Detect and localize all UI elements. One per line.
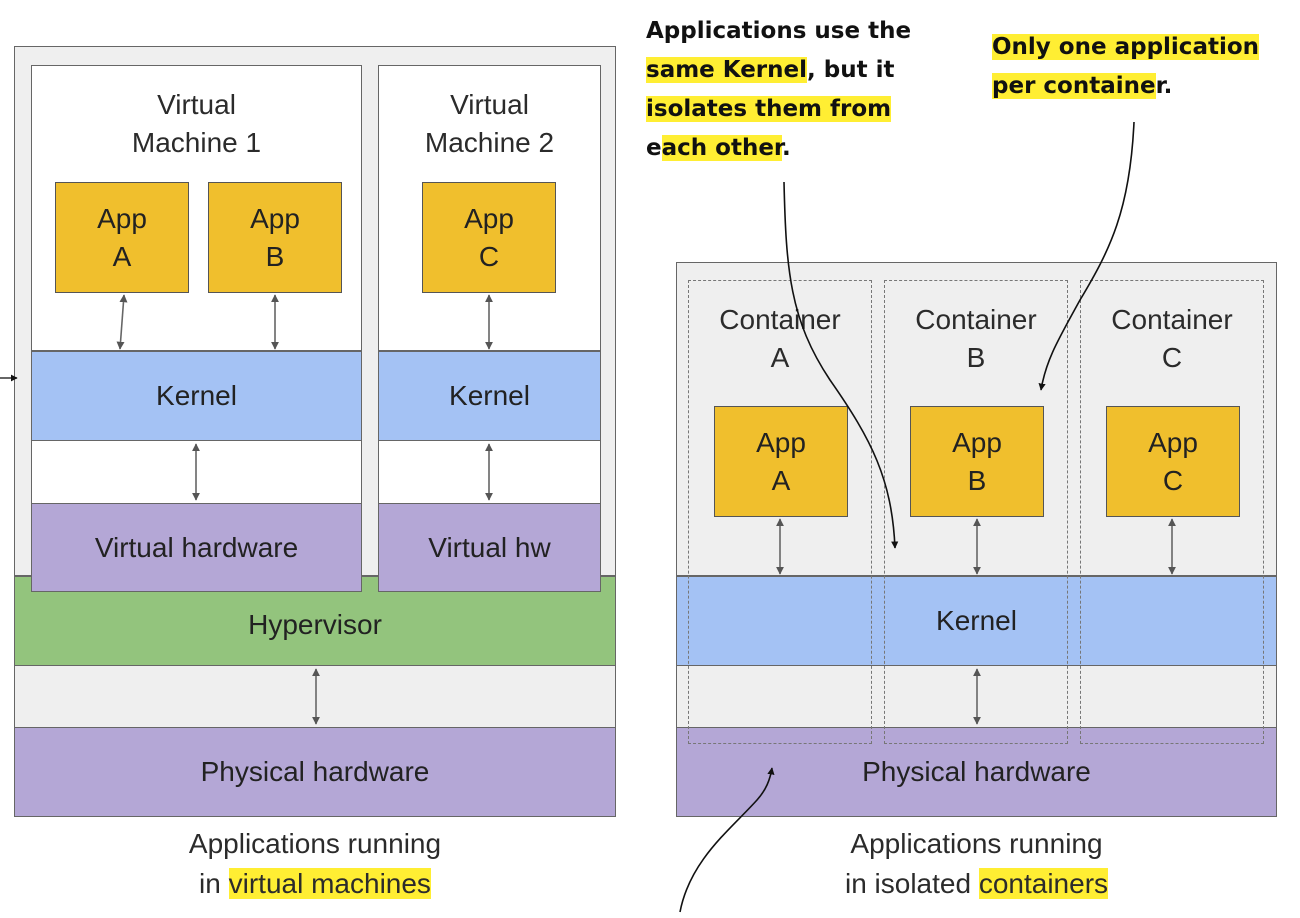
kernel-annotation-line2-rest: , but it <box>807 57 895 83</box>
vm2-kernel: Kernel <box>378 351 601 441</box>
container-c-title-line1: Container <box>1111 304 1233 335</box>
container-a-title-line2: A <box>770 342 790 373</box>
vm2-title-line1: Virtual <box>450 89 529 120</box>
vm2-title: Virtual Machine 2 <box>378 86 601 162</box>
kernel-note-arrow <box>783 181 899 549</box>
kernel-annotation-line3: isolates them from <box>646 90 946 129</box>
container-kernel: Kernel <box>676 576 1277 666</box>
vm-caption-line2: in virtual machines <box>14 864 616 904</box>
container-b-title: Container B <box>884 301 1068 377</box>
container-c-title-line2: C <box>1161 342 1183 373</box>
kernel-annotation-line3-highlight: isolates them from <box>646 96 892 122</box>
container-b <box>884 280 1068 744</box>
container-note-arrow <box>1038 121 1135 391</box>
container-app-a: App A <box>714 406 848 517</box>
kernel-annotation-line2: same Kernel, but it <box>646 51 946 90</box>
container-app-c-line2: C <box>1162 464 1184 496</box>
container-annotation-line1: Only one application <box>992 28 1292 67</box>
container-annotation: Only one application per container. <box>992 28 1292 106</box>
kernel-annotation-line2-highlight: same Kernel <box>646 57 807 83</box>
container-annotation-line2: per container. <box>992 67 1292 106</box>
container-annotation-line1-highlight: Only one application <box>992 34 1260 60</box>
vm-caption-line1: Applications running <box>188 828 442 859</box>
container-app-b-line2: B <box>967 464 987 496</box>
vm1-app-b-line1: App <box>250 202 300 234</box>
vm-caption-highlight: virtual machines <box>228 868 431 899</box>
container-caption-line2: in isolated containers <box>676 864 1277 904</box>
vm1-app-b-line2: B <box>265 240 285 272</box>
vm1-app-a-line2: A <box>112 240 132 272</box>
container-app-c: App C <box>1106 406 1240 517</box>
vm1-virtual-hardware: Virtual hardware <box>31 503 362 592</box>
kernel-annotation: Applications use the same Kernel, but it… <box>646 12 946 168</box>
kernel-annotation-line1: Applications use the <box>646 18 912 44</box>
container-b-title-line2: B <box>966 342 986 373</box>
container-app-a-line2: A <box>771 464 791 496</box>
container-c-title: Container C <box>1080 301 1264 377</box>
vm-physical-hardware: Physical hardware <box>14 727 616 817</box>
container-b-title-line1: Container <box>915 304 1037 335</box>
vm1-kernel: Kernel <box>31 351 362 441</box>
container-caption: Applications running in isolated contain… <box>676 824 1277 904</box>
vm2-title-line2: Machine 2 <box>424 127 555 158</box>
container-a <box>688 280 872 744</box>
vm1-app-a-kernel-arrow <box>116 294 128 350</box>
container-caption-highlight: containers <box>978 868 1109 899</box>
vm2-app-c-line2: C <box>478 240 500 272</box>
vm-caption-prefix: in <box>199 868 229 899</box>
vm1-title: Virtual Machine 1 <box>31 86 362 162</box>
vm1-app-a-line1: App <box>97 202 147 234</box>
kernel-annotation-line4: each other. <box>646 129 946 168</box>
vm2-app-c-line1: App <box>464 202 514 234</box>
container-a-title: Container A <box>688 301 872 377</box>
kernel-annotation-line4-pre: e <box>646 135 662 161</box>
container-physical-hardware: Physical hardware <box>676 727 1277 817</box>
container-c <box>1080 280 1264 744</box>
kernel-annotation-line4-highlight: ach other <box>661 135 782 161</box>
vm-caption: Applications running in virtual machines <box>14 824 616 904</box>
container-a-title-line1: Container <box>719 304 841 335</box>
vm1-app-a: App A <box>55 182 189 293</box>
kernel-annotation-line4-post: . <box>781 135 791 161</box>
container-caption-line1: Applications running <box>850 828 1103 859</box>
container-app-a-line1: App <box>756 426 806 458</box>
container-app-b-line1: App <box>952 426 1002 458</box>
container-app-c-line1: App <box>1148 426 1198 458</box>
container-annotation-line2-rest: r. <box>1155 73 1173 99</box>
container-app-b: App B <box>910 406 1044 517</box>
vm1-title-line1: Virtual <box>157 89 236 120</box>
container-caption-prefix: in isolated <box>844 868 979 899</box>
vm2-app-c: App C <box>422 182 556 293</box>
container-annotation-line2-highlight: per containe <box>992 73 1156 99</box>
bottom-note-arrow <box>679 767 775 913</box>
vm1-title-line2: Machine 1 <box>131 127 262 158</box>
vm2-virtual-hardware: Virtual hw <box>378 503 601 592</box>
vm1-app-b: App B <box>208 182 342 293</box>
